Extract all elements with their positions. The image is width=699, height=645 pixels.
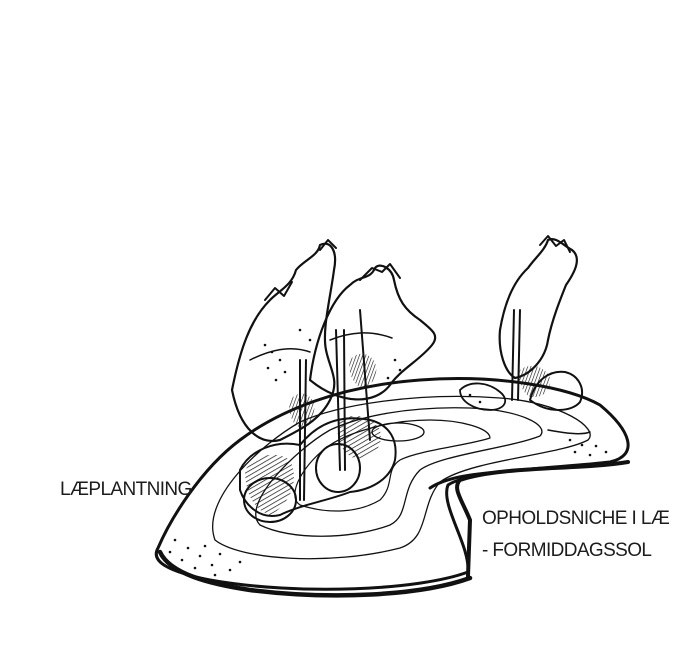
tree-crown-1	[232, 244, 335, 441]
tree-trunk-right	[512, 310, 520, 400]
label-laeplantning: LÆPLANTNING	[60, 480, 192, 499]
label-opholdsniche-line1: OPHOLDSNICHE I LÆ	[482, 509, 669, 528]
tree-crown-right	[500, 239, 577, 378]
label-opholdsniche-line2: - FORMIDDAGSSOL	[482, 541, 651, 560]
